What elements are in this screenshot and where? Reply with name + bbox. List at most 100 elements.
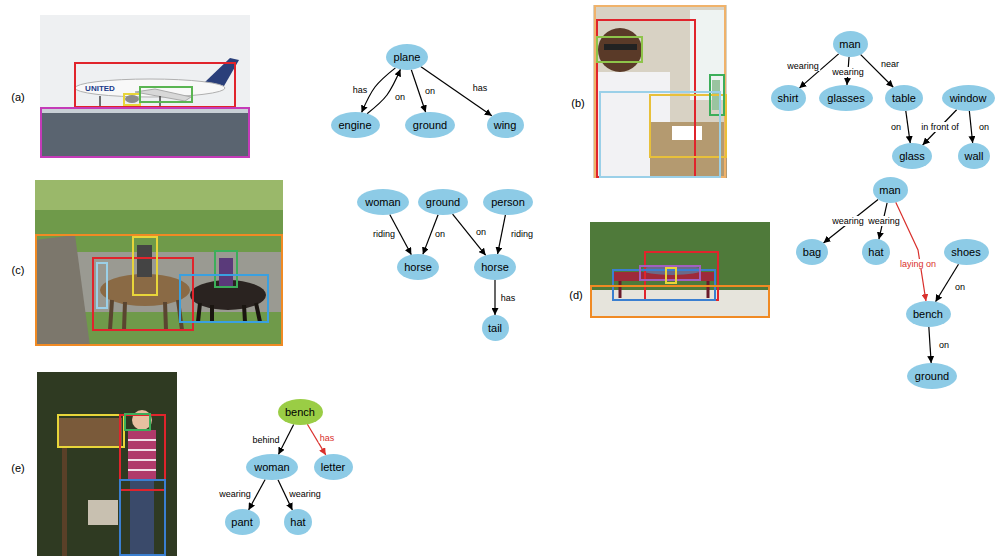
photo-c (35, 180, 283, 346)
graph-node: horse (397, 254, 439, 280)
node-ellipse-shape (906, 301, 951, 327)
bbox (710, 75, 724, 115)
graph-node: glasses (819, 85, 873, 111)
node-label: plane (394, 51, 421, 64)
graph-node: wall (958, 143, 990, 169)
node-label: glass (899, 150, 925, 163)
graph-node: ground (418, 189, 468, 215)
node-ellipse-shape (474, 254, 516, 280)
bbox (41, 108, 249, 157)
node-ellipse-shape (386, 44, 428, 70)
node-label: pant (231, 516, 252, 529)
node-label: tail (488, 322, 502, 335)
node-ellipse-shape (819, 85, 873, 111)
relation-label: wearing (831, 67, 865, 77)
panel-letter: (e) (11, 462, 24, 475)
node-ellipse-shape (357, 189, 409, 215)
node-ellipse-shape (771, 85, 806, 111)
node-label: horse (481, 261, 509, 274)
relation-label: on (938, 340, 950, 350)
graph-node: shoes (944, 239, 989, 265)
stripes (128, 440, 156, 470)
bbox (140, 87, 192, 102)
hill (35, 180, 283, 210)
table-shape (650, 122, 727, 178)
relation-arrow (421, 67, 492, 116)
node-label: horse (404, 261, 432, 274)
relation-arrow (969, 111, 972, 143)
node-label: bench (285, 406, 315, 419)
graph-node: bag (796, 239, 828, 265)
bbox (595, 6, 725, 177)
paper (672, 126, 702, 140)
head (598, 28, 642, 72)
node-ellipse-shape (892, 143, 932, 169)
node-ellipse-shape (885, 85, 923, 111)
bbox (215, 251, 237, 287)
node-label: woman (254, 461, 289, 474)
node-ellipse-shape (907, 363, 957, 389)
water (40, 108, 250, 158)
panel-letter: (b) (571, 97, 584, 110)
engine-shape (125, 95, 139, 103)
relation-label: in front of (920, 122, 960, 132)
relation-label: behind (251, 435, 280, 445)
torso (128, 430, 156, 480)
relation-arrow (929, 327, 931, 363)
node-ellipse-shape (314, 454, 353, 480)
node-ellipse-shape (942, 85, 995, 111)
bbox (120, 415, 165, 490)
graph-node: shirt (771, 85, 806, 111)
bbox (600, 92, 720, 177)
relation-label: on (890, 122, 902, 132)
node-label: bench (913, 308, 943, 321)
graph-node: window (942, 85, 995, 111)
node-label: window (950, 92, 987, 105)
stone-wall (35, 235, 90, 346)
node-ellipse-shape (483, 189, 533, 215)
bbox (58, 415, 124, 447)
photo-text: UNITED (85, 84, 115, 93)
node-label: man (879, 184, 900, 197)
greenery (37, 372, 177, 556)
photo-b (593, 5, 727, 178)
bench-legs (620, 281, 708, 298)
node-ellipse-shape (482, 315, 509, 341)
ground-shape (590, 290, 770, 318)
photo-e (37, 372, 177, 556)
relation-label: on (954, 282, 966, 292)
node-ellipse-shape (284, 509, 312, 535)
graph-node: plane (386, 44, 428, 70)
node-label: ground (426, 196, 460, 209)
node-label: letter (321, 461, 345, 474)
relation-label: wearing (831, 216, 865, 226)
relation-arrow (278, 424, 293, 454)
node-ellipse-shape (873, 177, 908, 203)
graph-node: hat (284, 509, 312, 535)
bbox (180, 275, 268, 322)
relation-arrow (494, 280, 495, 315)
graph-node: pant (225, 509, 260, 535)
relation-label: on (978, 122, 990, 132)
horse-legs (198, 303, 260, 322)
relation-label: riding (372, 229, 396, 239)
node-label: engine (338, 119, 371, 132)
relation-label: laying on (899, 259, 937, 269)
grass (35, 180, 283, 346)
relation-label: has (319, 433, 336, 443)
sign (58, 418, 122, 446)
photo-a (40, 15, 250, 158)
node-ellipse-shape (862, 239, 890, 265)
node-ellipse-shape (418, 189, 468, 215)
bbox (125, 414, 150, 430)
rider (219, 258, 233, 288)
node-label: woman (365, 196, 400, 209)
graph-node: letter (314, 454, 353, 480)
node-ellipse-shape (331, 112, 380, 138)
post (62, 446, 67, 556)
graph-node: horse (474, 254, 516, 280)
node-label: bag (803, 246, 821, 259)
graph-node: ground (907, 363, 957, 389)
sky (40, 15, 250, 158)
bbox (597, 37, 642, 62)
